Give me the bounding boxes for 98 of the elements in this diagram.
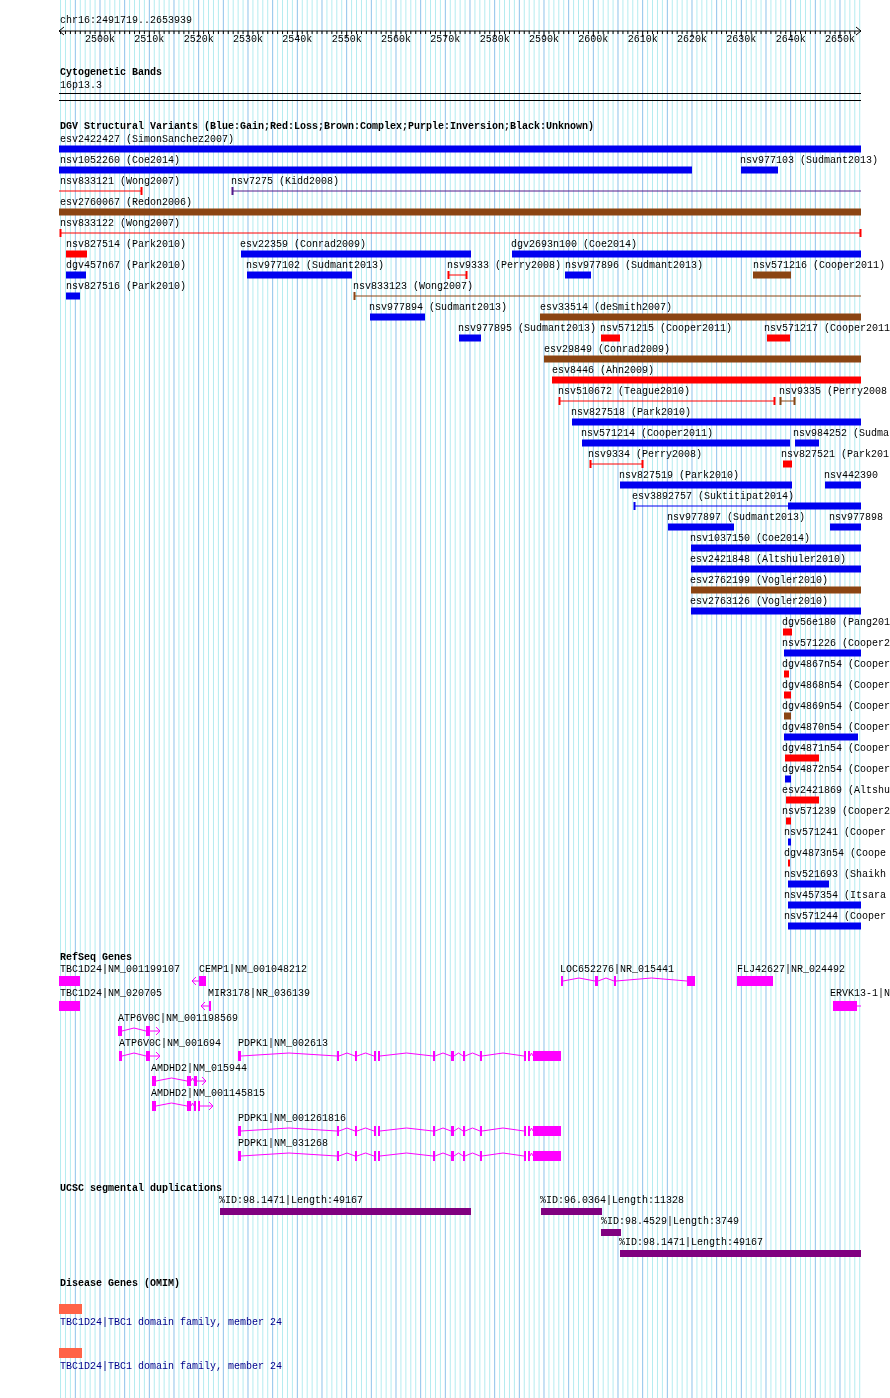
gene-label: TBC1D24|NM_020705 [60,988,163,1000]
variant-label: nsv977898 [829,512,883,524]
variant-label: nsv977102 (Sudmant2013) [246,260,385,272]
variant-label: esv3892757 (Suktitipat2014) [632,491,795,503]
gene-label: ERVK13-1|N [830,988,890,1000]
variant-label: nsv521693 (Shaikh [784,869,887,881]
tick-label: 2640k [775,34,806,46]
variant-label: esv33514 (deSmith2007) [540,302,673,314]
tick-label: 2560k [381,34,411,46]
variant-label: nsv827514 (Park2010) [66,239,187,251]
gene-label: ATP6V0C|NM_001694 [119,1038,222,1050]
tick-label: 2650k [825,34,855,46]
tick-label: 2510k [134,34,165,46]
variant-label: nsv827518 (Park2010) [571,407,692,419]
band-label: 16p13.3 [60,80,102,92]
duplication-label: %ID:98.1471|Length:49167 [619,1237,764,1249]
variant-label: nsv457354 (Itsara [784,890,887,902]
variant-label: nsv571217 (Cooper2011 [764,323,890,335]
variant-label: nsv9334 (Perry2008) [588,449,703,461]
variant-label: nsv7275 (Kidd2008) [231,176,340,188]
track-title: DGV Structural Variants (Blue:Gain;Red:Loss;Brown:Complex;Purple:Inversion;Black:Unknown) [60,121,595,133]
gene-label: PDPK1|NM_002613 [238,1038,328,1050]
gene-label: PDPK1|NM_031268 [238,1138,328,1150]
variant-label: dgv4868n54 (Cooper [782,680,890,692]
disease-gene-link: TBC1D24|TBC1 domain family, member 24 [60,1361,283,1373]
variant-label: dgv2693n100 (Coe2014) [511,239,638,251]
tick-label: 2540k [282,34,313,46]
variant-label: nsv1052260 (Coe2014) [60,155,181,167]
tick-label: 2580k [479,34,510,46]
track-title: RefSeq Genes [60,952,132,964]
variant-label: nsv833123 (Wong2007) [353,281,474,293]
tick-label: 2550k [331,34,362,46]
variant-label: dgv56e180 (Pang201 [782,617,890,629]
variant-label: nsv984252 (Sudma [793,428,889,440]
gene-label: LOC652276|NR_015441 [560,964,675,976]
variant-label: esv2762199 (Vogler2010) [690,575,829,587]
variant-label: esv2760067 (Redon2006) [60,197,193,209]
variant-label: nsv833122 (Wong2007) [60,218,181,230]
variant-label: nsv833121 (Wong2007) [60,176,181,188]
disease-gene-link: TBC1D24|TBC1 domain family, member 24 [60,1317,283,1329]
track-title: Disease Genes (OMIM) [60,1278,181,1290]
variant-label: nsv1037150 (Coe2014) [690,533,811,545]
variant-label: nsv977103 (Sudmant2013) [740,155,879,167]
duplication-label: %ID:98.1471|Length:49167 [219,1195,364,1207]
variant-label: esv22359 (Conrad2009) [240,239,367,251]
variant-label: esv2421869 (Altshu [782,785,890,797]
variant-label: nsv827519 (Park2010) [619,470,740,482]
variant-label: nsv571239 (Cooper2 [782,806,890,818]
track-title: UCSC segmental duplications [60,1183,223,1195]
variant-label: nsv442390 [824,470,878,482]
variant-label: dgv4869n54 (Cooper [782,701,890,713]
track-title: Cytogenetic Bands [60,67,163,79]
variant-label: nsv977895 (Sudmant2013) [458,323,597,335]
gene-label: AMDHD2|NM_001145815 [151,1088,266,1100]
variant-label: nsv571216 (Cooper2011) [753,260,886,272]
variant-label: esv8446 (Ahn2009) [552,365,655,377]
gene-label: ATP6V0C|NM_001198569 [118,1013,239,1025]
variant-label: nsv827521 (Park201 [781,449,890,461]
variant-label: nsv571214 (Cooper2011) [581,428,714,440]
variant-label: dgv4870n54 (Cooper [782,722,890,734]
variant-label: nsv827516 (Park2010) [66,281,187,293]
tick-label: 2620k [677,34,707,46]
gene-label: CEMP1|NM_001048212 [199,964,308,976]
gene-label: MIR3178|NR_036139 [208,988,311,1000]
variant-label: dgv4871n54 (Cooper [782,743,890,755]
tick-label: 2570k [430,34,461,46]
variant-label: esv2422427 (SimonSanchez2007) [60,134,235,146]
variant-label: nsv9335 (Perry2008 [779,386,888,398]
tick-label: 2530k [233,34,263,46]
tick-label: 2610k [627,34,658,46]
variant-label: nsv977896 (Sudmant2013) [565,260,704,272]
tick-label: 2630k [726,34,757,46]
variant-label: nsv571215 (Cooper2011) [600,323,733,335]
tick-label: 2500k [85,34,115,46]
variant-label: nsv9333 (Perry2008) [447,260,562,272]
gene-label: AMDHD2|NM_015944 [151,1063,247,1075]
tick-label: 2520k [183,34,214,46]
variant-label: dgv4873n54 (Coope [784,848,887,860]
variant-label: esv2763126 (Vogler2010) [690,596,829,608]
variant-label: esv29849 (Conrad2009) [544,344,671,356]
variant-label: nsv571226 (Cooper2 [782,638,890,650]
tick-label: 2600k [578,34,609,46]
duplication-label: %ID:98.4529|Length:3749 [601,1216,740,1228]
variant-label: esv2421848 (Altshuler2010) [690,554,847,566]
variant-label: dgv457n67 (Park2010) [66,260,187,272]
variant-label: dgv4867n54 (Cooper [782,659,890,671]
variant-label: nsv510672 (Teague2010) [558,386,691,398]
variant-label: nsv571244 (Cooper [784,911,887,923]
gene-label: PDPK1|NM_001261816 [238,1113,347,1125]
variant-label: nsv571241 (Cooper [784,827,887,839]
variant-label: nsv977897 (Sudmant2013) [667,512,806,524]
gene-label: FLJ42627|NR_024492 [737,964,846,976]
tick-label: 2590k [529,34,559,46]
variant-label: dgv4872n54 (Cooper [782,764,890,776]
position-label: chr16:2491719..2653939 [60,15,193,27]
gene-label: TBC1D24|NM_001199107 [60,964,181,976]
duplication-label: %ID:96.0364|Length:11328 [540,1195,685,1207]
variant-label: nsv977894 (Sudmant2013) [369,302,508,314]
